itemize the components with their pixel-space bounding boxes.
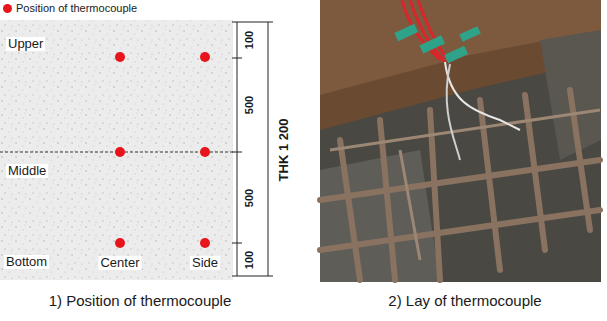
dimension-lines — [232, 22, 273, 276]
caption: 1) Position of thermocouple — [49, 293, 232, 310]
dimension: 500 — [243, 189, 255, 207]
position-label: Center — [98, 256, 141, 270]
dimension: 100 — [243, 251, 255, 269]
dimension: 500 — [243, 96, 255, 114]
position-label: Middle — [6, 164, 48, 178]
legend-text: Position of thermocouple — [16, 2, 137, 14]
position-label: Upper — [6, 37, 45, 51]
dimension: THK 1 200 — [277, 119, 291, 182]
legend-swatch — [3, 4, 12, 13]
position-label: Side — [190, 256, 220, 270]
thermocouple-dots — [115, 52, 210, 248]
position-label: Bottom — [4, 255, 49, 269]
slab-section — [0, 20, 233, 280]
site-photo — [320, 0, 601, 282]
caption: 2) Lay of thermocouple — [388, 293, 541, 310]
dimension: 100 — [243, 31, 255, 49]
